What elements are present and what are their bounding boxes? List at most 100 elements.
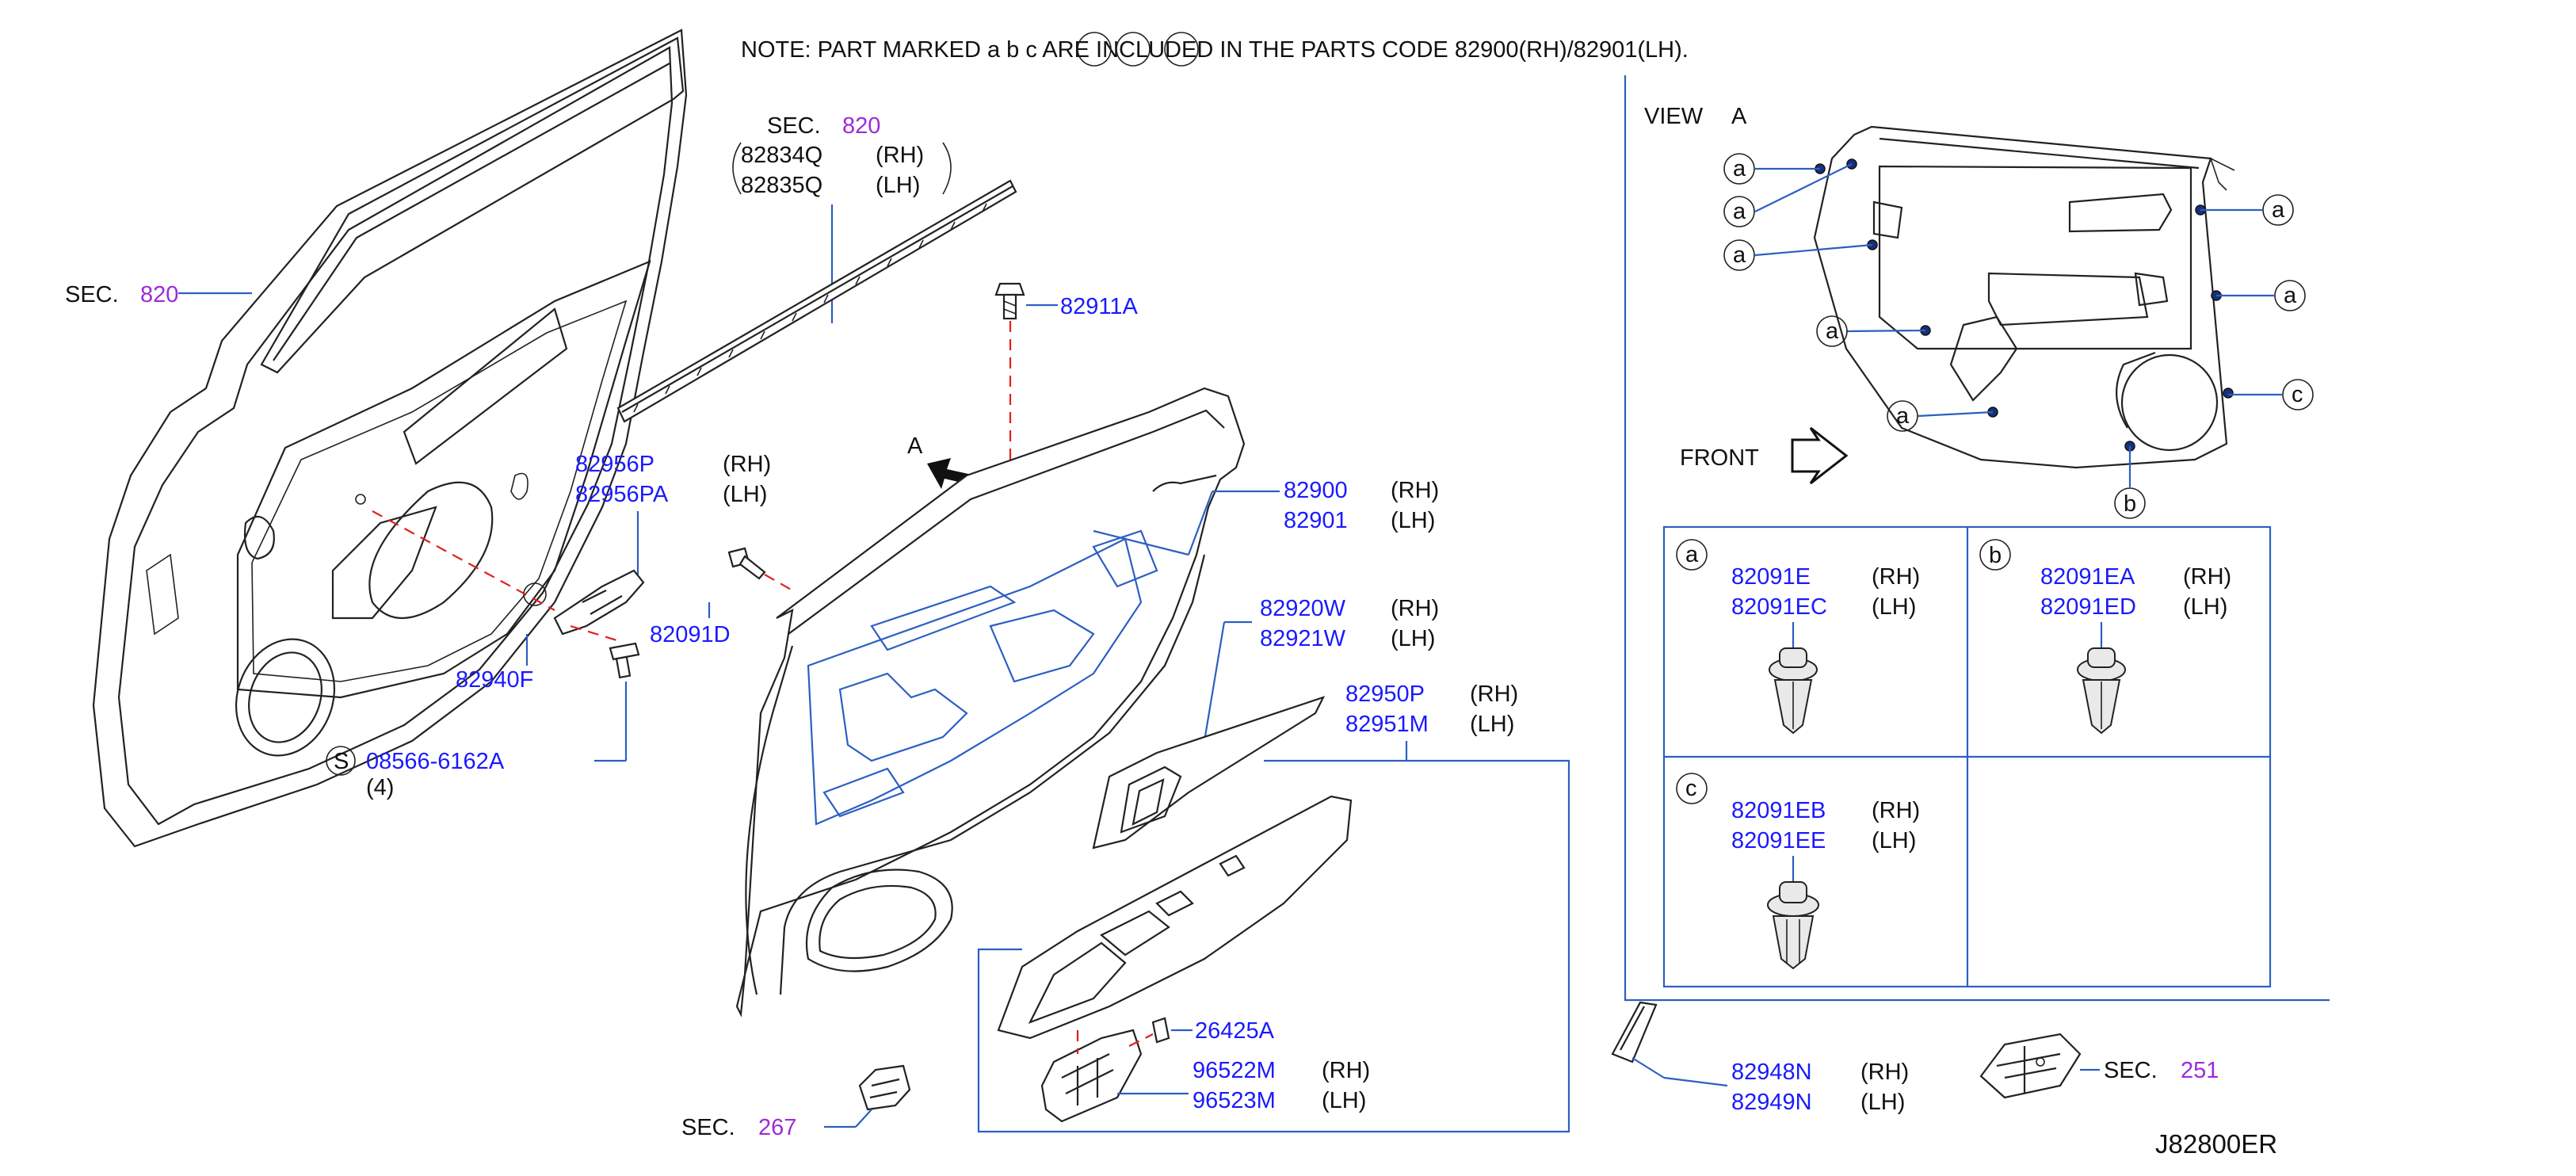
clip-a-rh-code[interactable]: 82091E <box>1731 564 1811 590</box>
table-cell-c-letter: c <box>1685 776 1697 801</box>
part-08566-6162A[interactable]: 08566-6162A <box>366 749 505 774</box>
sec-number-267[interactable]: 267 <box>758 1115 796 1140</box>
callout-s-letter: S <box>334 749 349 774</box>
side-lh: (LH) <box>1322 1088 1366 1113</box>
side-lh: (LH) <box>1860 1090 1905 1115</box>
part-82834Q[interactable]: 82834Q <box>741 143 822 168</box>
leader-line <box>1631 1057 1665 1079</box>
bracket-right <box>942 142 952 195</box>
side-lh: (LH) <box>1872 594 1916 620</box>
part-08566-quantity: (4) <box>366 775 394 800</box>
callout-a <box>1723 196 1755 227</box>
part-82948N[interactable]: 82948N <box>1731 1060 1812 1085</box>
view-title: VIEW <box>1644 104 1704 129</box>
part-96522M[interactable]: 96522M <box>1193 1058 1276 1083</box>
part-82900[interactable]: 82900 <box>1284 478 1348 503</box>
side-rh: (RH) <box>1391 596 1439 621</box>
side-lh: (LH) <box>1872 828 1916 853</box>
callout-a-letter: a <box>2284 283 2297 308</box>
callout-b-letter: b <box>2124 491 2136 517</box>
callout-c-letter: c <box>2292 382 2303 407</box>
view-letter: A <box>1731 104 1747 129</box>
door-trim-rear-view <box>1813 125 2235 469</box>
leader-line <box>1093 529 1189 556</box>
callout-a <box>1723 239 1755 271</box>
part-82920W[interactable]: 82920W <box>1260 596 1346 621</box>
clip-82091D <box>727 547 766 580</box>
sec-label-267: SEC. <box>681 1115 735 1140</box>
part-82911A[interactable]: 82911A <box>1060 294 1138 319</box>
callout-a <box>1816 315 1848 347</box>
sec-number-door[interactable]: 820 <box>140 282 178 307</box>
callout-circle-b <box>1077 32 1112 67</box>
switch-sec-251 <box>1979 1033 2082 1099</box>
clip-b-rh-code[interactable]: 82091EA <box>2040 564 2135 590</box>
part-82951M[interactable]: 82951M <box>1345 712 1429 737</box>
part-82835Q[interactable]: 82835Q <box>741 173 822 198</box>
part-82901[interactable]: 82901 <box>1284 508 1348 533</box>
part-82091D[interactable]: 82091D <box>650 622 731 647</box>
side-rh: (RH) <box>1860 1060 1909 1085</box>
drawing-code: J82800ER <box>2155 1129 2277 1159</box>
callout-circle-included <box>1164 32 1199 67</box>
sec-label-weatherstrip: SEC. <box>767 113 821 139</box>
table-cell-b-callout <box>1979 539 2011 571</box>
dashed-assembly-line <box>570 624 623 643</box>
leader-line <box>1203 621 1226 742</box>
door-trim-panel <box>735 387 1246 1018</box>
side-lh: (LH) <box>876 173 920 198</box>
part-82949N[interactable]: 82949N <box>1731 1090 1812 1115</box>
side-rh: (RH) <box>1322 1058 1370 1083</box>
view-a-frame <box>1624 75 2330 1002</box>
view-a-callouts <box>1754 163 2282 487</box>
weatherstrip-moulding <box>616 179 1017 423</box>
clip-b-lh-code[interactable]: 82091ED <box>2040 594 2136 620</box>
sec-number-251[interactable]: 251 <box>2181 1058 2219 1083</box>
callout-circle-s <box>326 746 356 776</box>
part-82956PA[interactable]: 82956PA <box>575 482 669 507</box>
sec-label-251: SEC. <box>2104 1058 2158 1083</box>
part-82921W[interactable]: 82921W <box>1260 626 1346 651</box>
callout-a-letter: a <box>1896 403 1910 429</box>
detail-box-armrest <box>977 759 1570 1133</box>
leader-line <box>1663 1076 1728 1087</box>
callout-a <box>2262 194 2294 226</box>
side-rh: (RH) <box>1391 478 1439 503</box>
table-cell-a-callout <box>1676 539 1708 571</box>
view-arrow-letter: A <box>907 433 923 459</box>
front-arrow-icon <box>1791 426 1849 485</box>
callout-a-letter: a <box>1733 242 1746 268</box>
callout-b <box>2114 487 2146 519</box>
note-text: NOTE: PART MARKED a b c ARE INCLUDED IN … <box>741 37 1689 63</box>
clip-a-lh-code[interactable]: 82091EC <box>1731 594 1827 620</box>
side-lh: (LH) <box>1391 508 1435 533</box>
leader-line <box>1187 491 1214 556</box>
table-cell-b-letter: b <box>1989 543 2002 568</box>
dashed-assembly-line <box>764 574 793 591</box>
callout-a <box>1723 153 1755 185</box>
part-82950P[interactable]: 82950P <box>1345 682 1425 707</box>
part-82940F[interactable]: 82940F <box>456 667 533 693</box>
screw-82911A <box>994 282 1025 320</box>
dashed-assembly-line <box>1128 1033 1154 1047</box>
part-82956P[interactable]: 82956P <box>575 452 654 477</box>
rear-door-panel <box>92 29 688 848</box>
callout-circle-c <box>1116 32 1151 67</box>
side-lh: (LH) <box>1391 626 1435 651</box>
switch-sec-267 <box>858 1064 911 1111</box>
side-rh: (RH) <box>1470 682 1518 707</box>
clip-c-rh-code[interactable]: 82091EB <box>1731 798 1826 823</box>
part-96523M[interactable]: 96523M <box>1193 1088 1276 1113</box>
side-lh: (LH) <box>2183 594 2227 620</box>
sec-label-door: SEC. <box>65 282 119 307</box>
clip-c-lh-code[interactable]: 82091EE <box>1731 828 1826 853</box>
side-rh: (RH) <box>1872 798 1920 823</box>
sec-number-weatherstrip[interactable]: 820 <box>842 113 880 139</box>
part-26425A[interactable]: 26425A <box>1195 1018 1275 1044</box>
clip-b-icon <box>2077 647 2126 735</box>
bracket-left <box>732 142 742 195</box>
bulb-26425A <box>1151 1017 1170 1044</box>
leader-line <box>855 1109 872 1128</box>
callout-c <box>2282 379 2314 410</box>
